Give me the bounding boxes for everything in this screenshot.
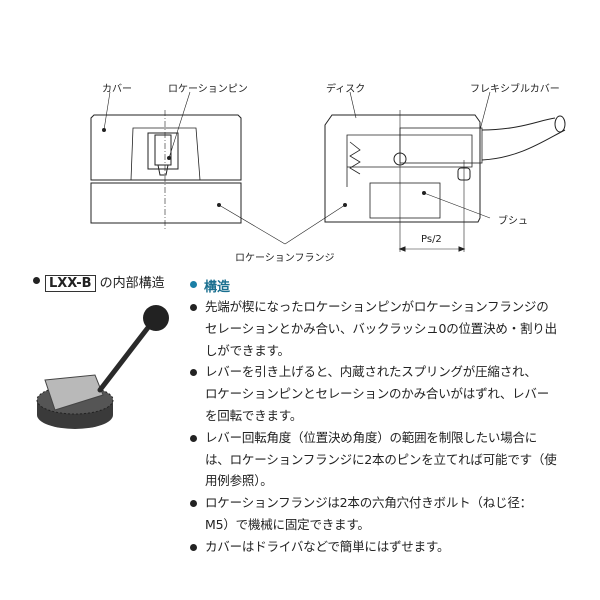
cutaway: [130, 127, 201, 181]
caption-text: の内部構造: [99, 276, 165, 291]
label-location-flange: ロケーションフランジ: [235, 253, 335, 264]
bullet-line: ロケーションピンとセレーションのかみ合いがはずれ、レバー: [205, 386, 550, 402]
structure-heading: 構造: [190, 276, 230, 295]
bullet-line: セレーションとかみ合い、バックラッシュ0の位置決め・割り出: [205, 320, 557, 336]
leader: [423, 192, 491, 219]
label-dimension: Ps/2: [421, 234, 442, 245]
leader: [168, 91, 191, 159]
bullet-icon: [190, 369, 197, 377]
bullet-icon: [190, 500, 197, 508]
bullet-line: レバーを引き上げると、内蔵されたスプリングが圧縮され、: [205, 364, 537, 380]
label-bush: ブシュ: [498, 216, 528, 227]
heading-bullet-icon: [190, 281, 197, 288]
left-view: [90, 91, 286, 245]
dimension-arrows: [398, 246, 466, 252]
bush-shape: [369, 182, 441, 219]
cover-block: [44, 374, 104, 411]
flange-shape: [90, 182, 242, 224]
bullet-line: レバー回転角度（位置決め角度）の範囲を制限したい場合に: [205, 429, 538, 445]
bullet-line: M5）で機械に固定できます。: [205, 517, 370, 532]
leader: [218, 204, 286, 245]
bullet-icon: [190, 543, 197, 551]
bullet-line: を回転できます。: [205, 408, 303, 423]
cross-section-diagram: [90, 91, 566, 252]
leader: [479, 91, 491, 131]
base-ring: [37, 401, 113, 429]
location-pin-shape: [154, 134, 172, 166]
serration: [36, 385, 114, 415]
label-flexible-cover: フレキシブルカバー: [470, 84, 560, 95]
bullet-icon: [190, 434, 197, 442]
cover-shape: [90, 114, 242, 181]
bullet-line: ロケーションフランジは2本の六角穴付きボルト（ねじ径：: [205, 495, 532, 511]
bullet-line: は、ロケーションフランジに2本のピンを立てれば可能です（使: [205, 451, 557, 467]
leader: [103, 91, 111, 131]
bullet-line: しができます。: [205, 342, 290, 358]
bullet-line: 先端が楔になったロケーションピンがロケーションフランジの: [205, 299, 549, 314]
pin-housing: [147, 132, 179, 170]
label-cover: カバー: [102, 84, 132, 95]
leader: [349, 91, 357, 119]
bullet-line: カバーはドライバなどで簡単にはずせます。: [205, 538, 450, 554]
lever: [97, 322, 153, 393]
spring-icon: [349, 141, 361, 175]
lever-shaft: [399, 127, 483, 164]
label-location-pin: ロケーションピン: [168, 84, 248, 95]
housing-shape: [324, 114, 481, 223]
tube-end: [554, 115, 566, 133]
bullet-line: 用例参照）。: [205, 473, 273, 489]
leader: [284, 204, 346, 245]
label-disc: ディスク: [326, 84, 366, 95]
bullet-icon: [33, 277, 40, 284]
bullet-icon: [190, 304, 197, 311]
model-badge: LXX-B: [45, 275, 96, 292]
lever-slot: [346, 134, 473, 187]
lever-knob: [143, 305, 169, 331]
pin-tip: [157, 164, 169, 176]
right-view: [284, 91, 566, 252]
base-side: [37, 400, 113, 415]
flexible-cover-shape: [481, 117, 566, 161]
heading-text: 構造: [204, 280, 231, 295]
